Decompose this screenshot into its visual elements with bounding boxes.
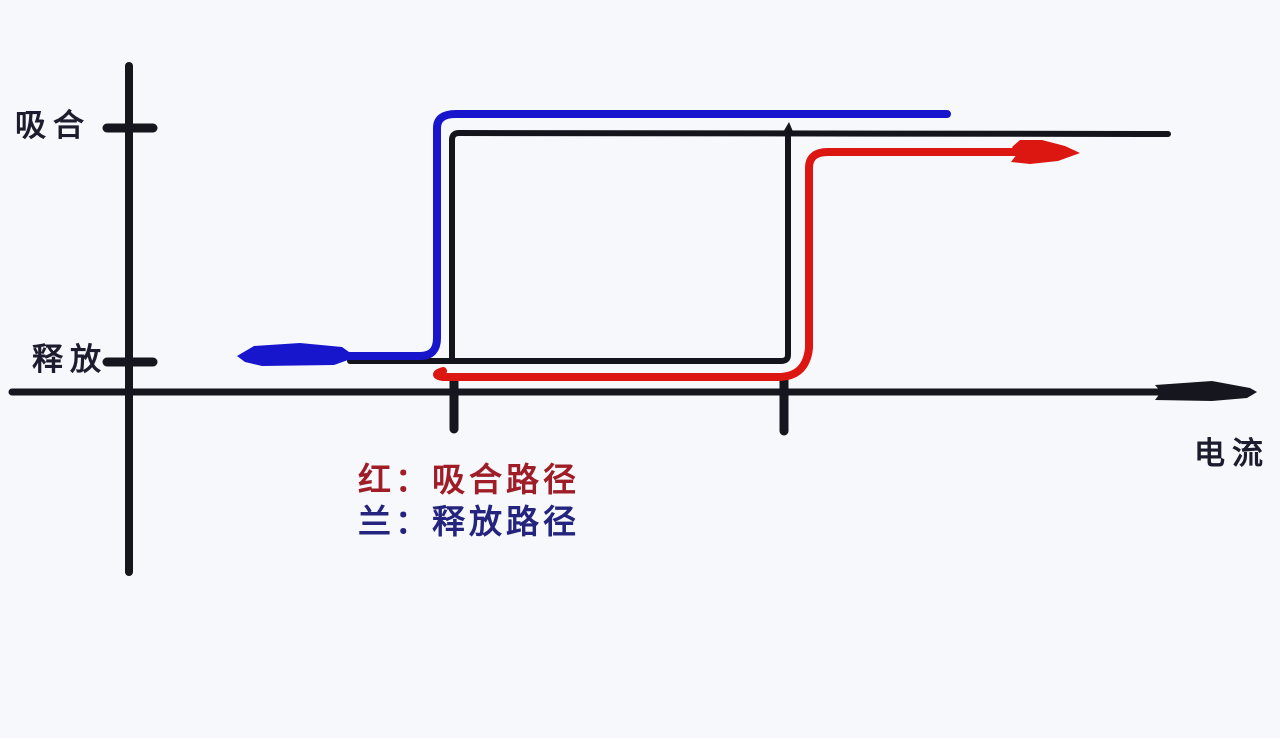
- legend-blue-release-path: 兰：释放路径: [358, 504, 580, 541]
- pull-in-path-line: [433, 148, 1020, 381]
- hysteresis-outline-junction-bump: [782, 122, 794, 134]
- label-pull-in: 吸合: [15, 108, 91, 143]
- legend-red-pull-in-path: 红：吸合路径: [358, 462, 580, 499]
- label-current: 电流: [1194, 436, 1270, 471]
- x-axis-arrowhead: [1155, 381, 1257, 401]
- release-path-line: [328, 110, 951, 360]
- pull-in-path-arrowhead: [1011, 140, 1080, 164]
- label-release: 释放: [32, 342, 108, 377]
- release-path-arrowhead: [237, 343, 349, 366]
- hysteresis-outline-lower: [347, 128, 791, 364]
- hysteresis-outline-upper: [449, 130, 1171, 363]
